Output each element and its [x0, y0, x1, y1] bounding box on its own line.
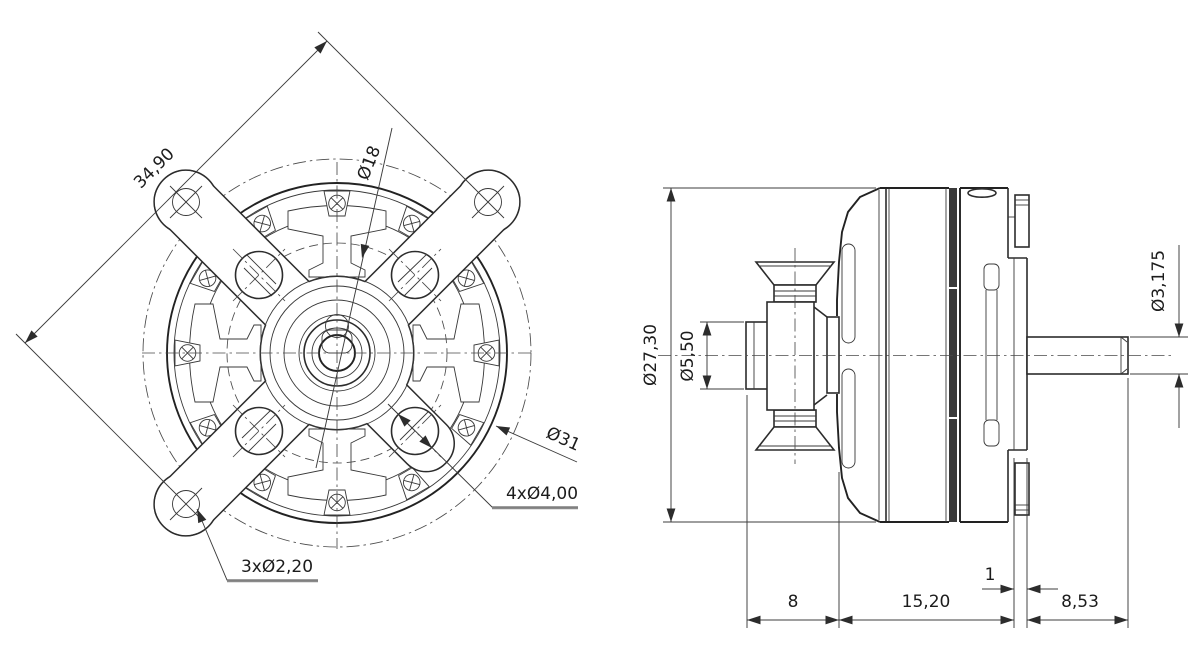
dim-4x4: 4xØ4,00 — [387, 403, 578, 510]
dim-label-27-30: Ø27,30 — [641, 324, 661, 386]
prop-adapter — [745, 248, 840, 464]
side-dimensions: Ø27,30 Ø5,50 Ø3,175 — [641, 187, 1188, 628]
dim-3x2: 3xØ2,20 — [192, 507, 318, 583]
dim-label-3-175: Ø3,175 — [1149, 250, 1169, 312]
dim-label-4x4: 4xØ4,00 — [506, 484, 578, 504]
dim-31: Ø31 — [494, 421, 583, 463]
arm-hole — [169, 487, 203, 521]
mount-arm-holes — [169, 185, 505, 521]
stator-housing-side — [959, 187, 1030, 523]
bell-housing-side — [836, 187, 958, 523]
side-view: Ø27,30 Ø5,50 Ø3,175 — [641, 187, 1188, 628]
front-view: 34,90 Ø18 Ø31 4xØ4,00 — [15, 31, 583, 583]
shaft-hub-front — [142, 162, 535, 549]
dim-chain-bottom: 8 15,20 1 8,53 — [746, 378, 1129, 628]
magnet-band — [949, 188, 957, 522]
dim-label-31: Ø31 — [543, 423, 583, 456]
arm-hole — [471, 185, 505, 219]
arm-hole — [169, 185, 203, 219]
dim-label-15-20: 15,20 — [902, 592, 951, 612]
dim-label-5-50: Ø5,50 — [678, 330, 698, 381]
dim-label-3x2: 3xØ2,20 — [241, 557, 313, 577]
dim-label-18: Ø18 — [354, 143, 386, 183]
dim-label-8-53: 8,53 — [1061, 592, 1099, 612]
dim-5-50: Ø5,50 — [678, 321, 744, 390]
dim-label-8: 8 — [788, 592, 799, 612]
shaft-side — [658, 336, 1172, 375]
dim-3-175: Ø3,175 — [1130, 245, 1188, 428]
screw-slot-icon — [967, 188, 997, 199]
dim-label-1: 1 — [985, 565, 996, 585]
dim-27-30: Ø27,30 — [641, 187, 876, 523]
